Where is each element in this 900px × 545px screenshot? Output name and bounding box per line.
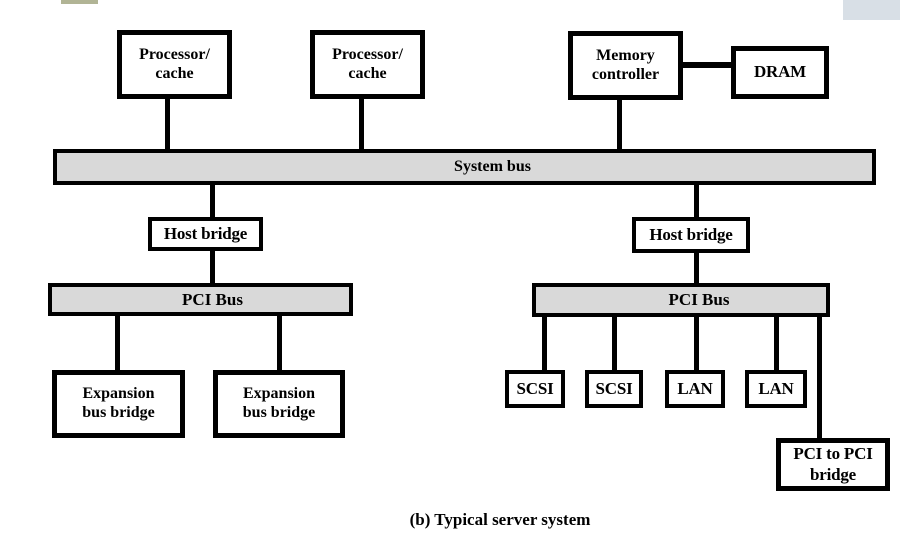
connector-pcibus-lan2 bbox=[774, 315, 779, 371]
connector-pcibus-scsi1 bbox=[542, 315, 547, 371]
connector-pcibus-scsi2 bbox=[612, 315, 617, 371]
memory-controller-box: Memory controller bbox=[568, 31, 683, 100]
connector-memorycontroller-systembus bbox=[617, 99, 622, 150]
processor-cache-box-2: Processor/ cache bbox=[310, 30, 425, 99]
host-bridge-box-right: Host bridge bbox=[632, 217, 750, 253]
pci-bus-bar-left: PCI Bus bbox=[48, 283, 353, 316]
connector-pcibus-expansion1 bbox=[115, 314, 120, 371]
scsi-box-2: SCSI bbox=[585, 370, 643, 408]
connector-hostbridge-right-pcibus bbox=[694, 252, 699, 284]
lan-box-1: LAN bbox=[665, 370, 725, 408]
connector-pcibus-lan1 bbox=[694, 315, 699, 371]
connector-pcibus-pcitopcibridge bbox=[817, 315, 822, 439]
dram-box: DRAM bbox=[731, 46, 829, 99]
pci-bus-right-label: PCI Bus bbox=[668, 290, 730, 309]
expansion-bus-bridge-box-1: Expansion bus bridge bbox=[52, 370, 185, 438]
connector-pcibus-expansion2 bbox=[277, 314, 282, 371]
connector-systembus-hostbridge-right bbox=[694, 184, 699, 218]
scsi-box-1: SCSI bbox=[505, 370, 565, 408]
system-bus-bar: System bus bbox=[53, 149, 876, 185]
pci-to-pci-bridge-box: PCI to PCI bridge bbox=[776, 438, 890, 491]
connector-processor2-systembus bbox=[359, 98, 364, 150]
window-ui-fragment bbox=[843, 0, 900, 20]
processor-cache-box-1: Processor/ cache bbox=[117, 30, 232, 99]
lan-box-2: LAN bbox=[745, 370, 807, 408]
host-bridge-box-left: Host bridge bbox=[148, 217, 263, 251]
pci-bus-left-label: PCI Bus bbox=[182, 289, 243, 309]
connector-hostbridge-left-pcibus bbox=[210, 250, 215, 284]
connector-memorycontroller-dram bbox=[683, 62, 731, 68]
system-bus-label: System bus bbox=[454, 158, 531, 175]
connector-processor1-systembus bbox=[165, 98, 170, 150]
expansion-bus-bridge-box-2: Expansion bus bridge bbox=[213, 370, 345, 438]
connector-systembus-hostbridge-left bbox=[210, 184, 215, 218]
folder-icon-fragment bbox=[61, 0, 98, 4]
figure-caption: (b) Typical server system bbox=[409, 510, 591, 529]
pci-bus-bar-right: PCI Bus bbox=[532, 283, 830, 317]
